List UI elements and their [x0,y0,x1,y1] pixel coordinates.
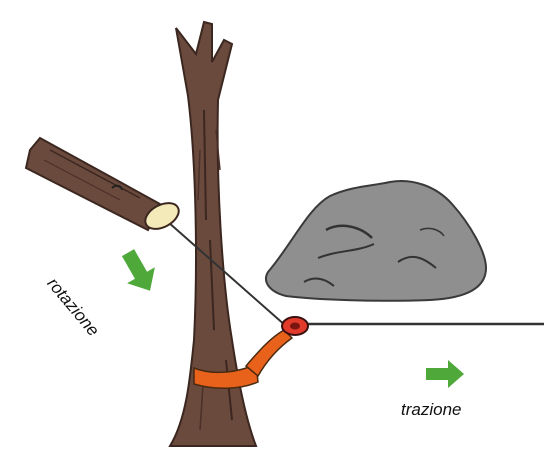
traction-label: trazione [401,400,461,420]
traction-arrow [426,360,464,388]
rock [266,181,486,301]
rotation-arrow [114,245,164,299]
cut-log [26,138,183,234]
pulley [282,317,308,335]
